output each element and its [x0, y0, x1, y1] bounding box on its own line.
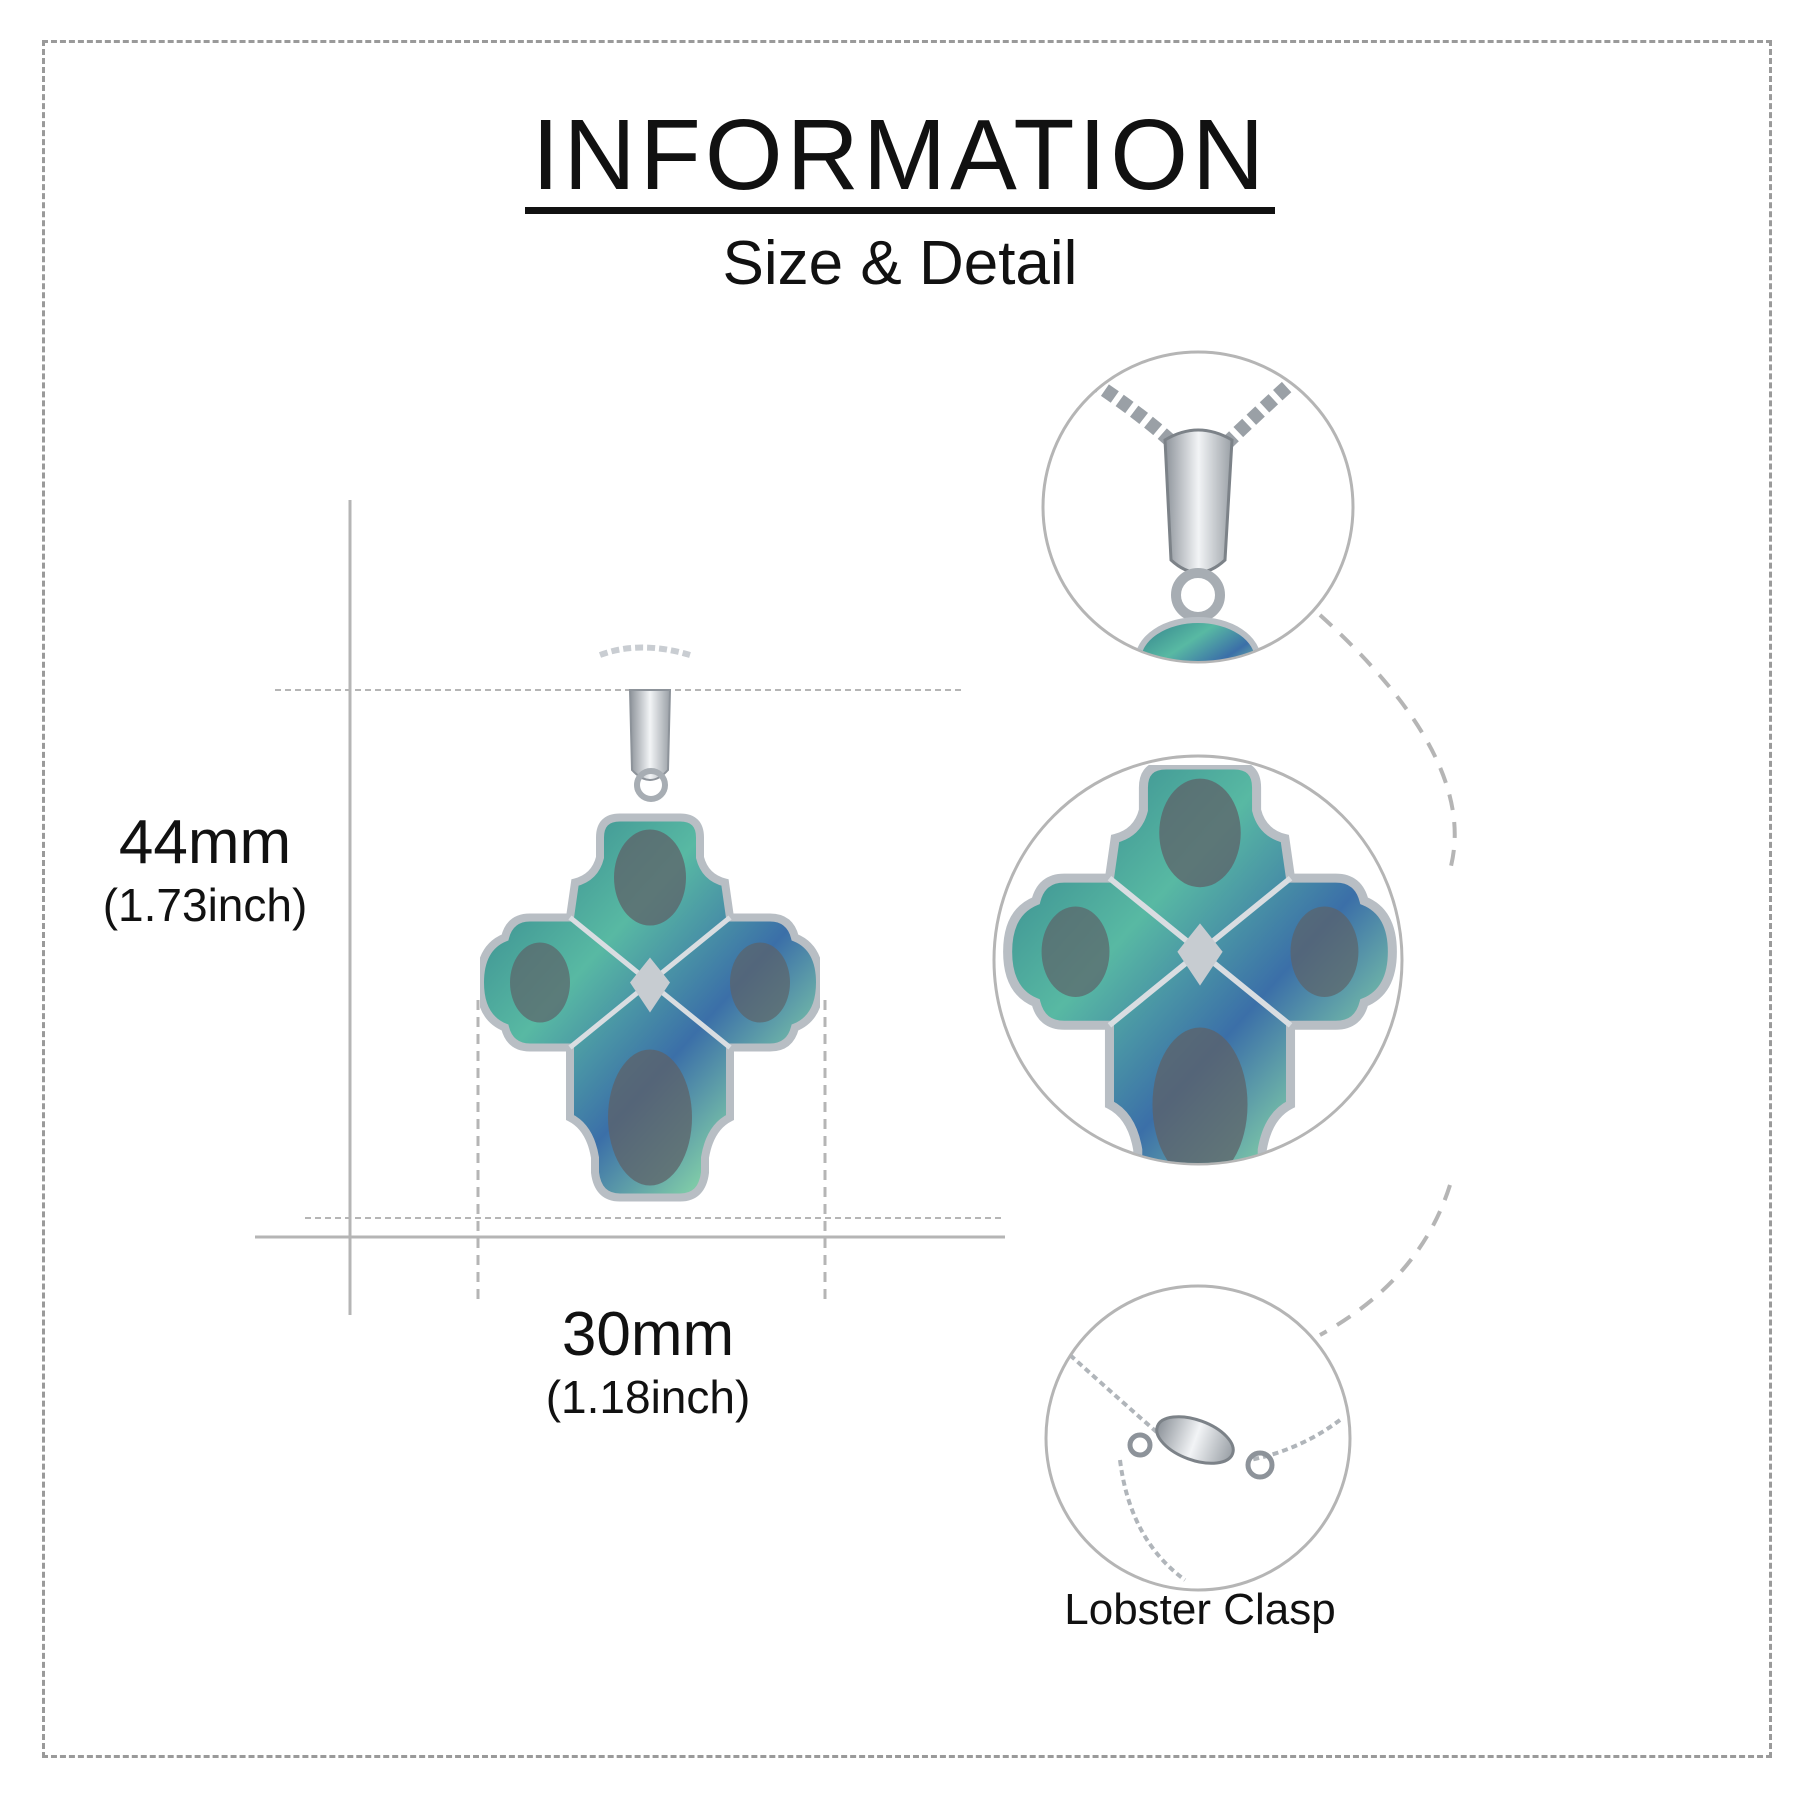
title-underline	[525, 207, 1275, 214]
cross-closeup-image	[992, 754, 1404, 1166]
cross-pendant-image	[480, 644, 820, 1198]
height-mm-label: 44mm	[118, 808, 292, 877]
height-inch-label: (1.73inch)	[102, 879, 308, 931]
connector-arc	[1318, 613, 1457, 871]
dashed-frame	[42, 40, 1772, 1758]
lobster-clasp-label: Lobster Clasp	[1064, 1585, 1336, 1634]
page-title: INFORMATION	[531, 99, 1269, 211]
width-inch-label: (1.18inch)	[545, 1371, 751, 1423]
bail-closeup-image	[1041, 350, 1355, 664]
measurement-guides	[255, 500, 1005, 1315]
width-dimension: 30mm (1.18inch)	[498, 1300, 798, 1424]
width-mm-label: 30mm	[561, 1300, 735, 1369]
page-subtitle: Size & Detail	[722, 229, 1078, 298]
connector-arc-lower	[1319, 1184, 1452, 1337]
lobster-clasp-image	[1044, 1284, 1352, 1592]
height-dimension: 44mm (1.73inch)	[55, 808, 355, 932]
